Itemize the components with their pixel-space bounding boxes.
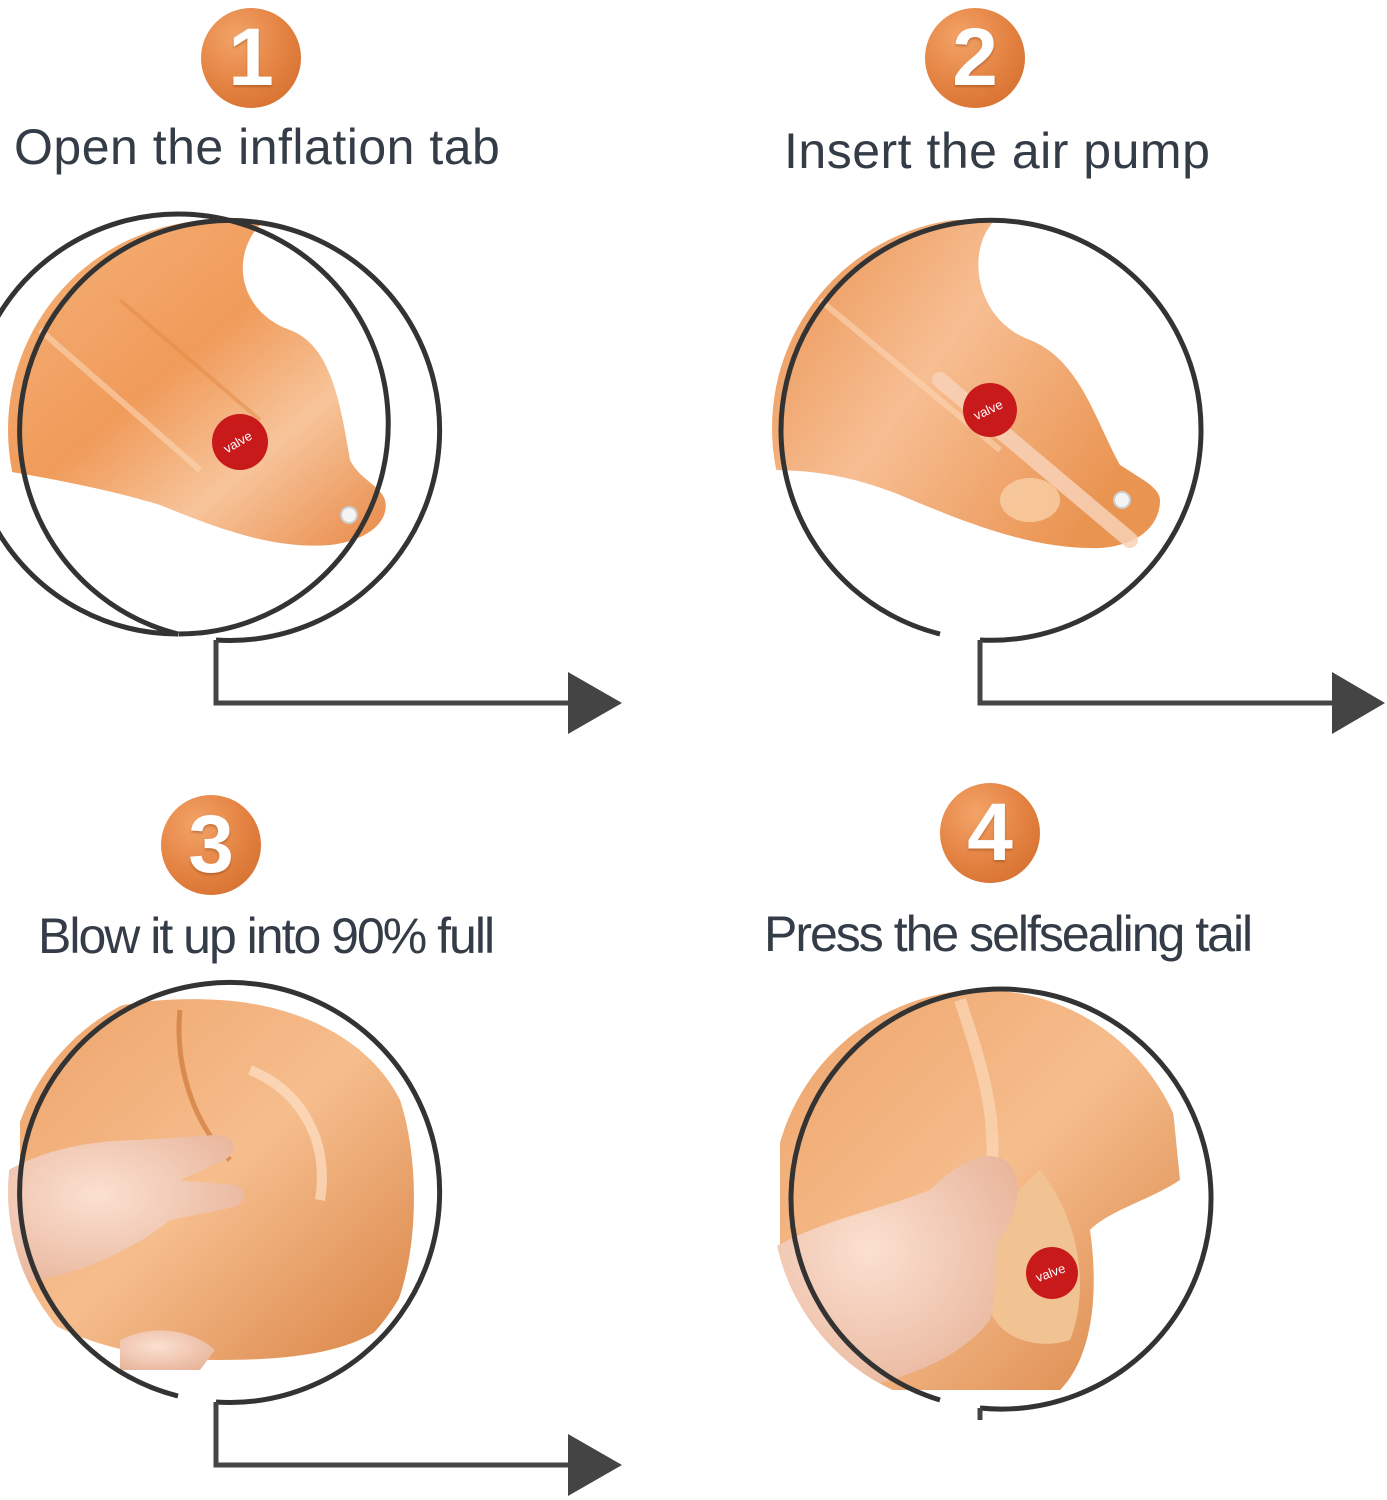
step-3-connector bbox=[213, 1402, 570, 1468]
step-3-illustration bbox=[8, 979, 622, 1496]
hand-pressing-balloon-icon bbox=[8, 999, 414, 1370]
step-2-caption: Insert the air pump bbox=[784, 123, 1211, 179]
step-2-badge: 2 bbox=[925, 8, 1025, 108]
hole-icon bbox=[1113, 491, 1131, 509]
valve-sticker-icon bbox=[963, 383, 1017, 437]
step-1-caption: Open the inflation tab bbox=[14, 119, 501, 175]
straw-inserted-icon bbox=[772, 220, 1160, 549]
step-4-caption: Press the selfsealing tail bbox=[764, 906, 1253, 962]
step-3-badge: 3 bbox=[161, 795, 261, 895]
arrow-right-icon bbox=[1332, 672, 1385, 734]
step-2-connector bbox=[977, 640, 1335, 706]
step-1-illustration bbox=[0, 211, 622, 734]
step-2-illustration bbox=[772, 217, 1385, 734]
step-1-connector bbox=[213, 640, 570, 706]
step-3-caption: Blow it up into 90% full bbox=[38, 908, 495, 964]
foil-balloon-tab-icon bbox=[8, 220, 386, 546]
arrow-right-icon bbox=[568, 672, 622, 734]
arrow-right-icon bbox=[568, 1434, 622, 1496]
hole-icon bbox=[340, 506, 358, 524]
valve-sticker-icon bbox=[1026, 1247, 1078, 1299]
step-4-badge: 4 bbox=[940, 783, 1040, 883]
valve-sticker-icon bbox=[212, 414, 268, 470]
step-1-badge: 1 bbox=[201, 8, 301, 108]
fingers-sealing-tail-icon bbox=[772, 990, 1180, 1390]
step-4-illustration bbox=[772, 986, 1214, 1420]
